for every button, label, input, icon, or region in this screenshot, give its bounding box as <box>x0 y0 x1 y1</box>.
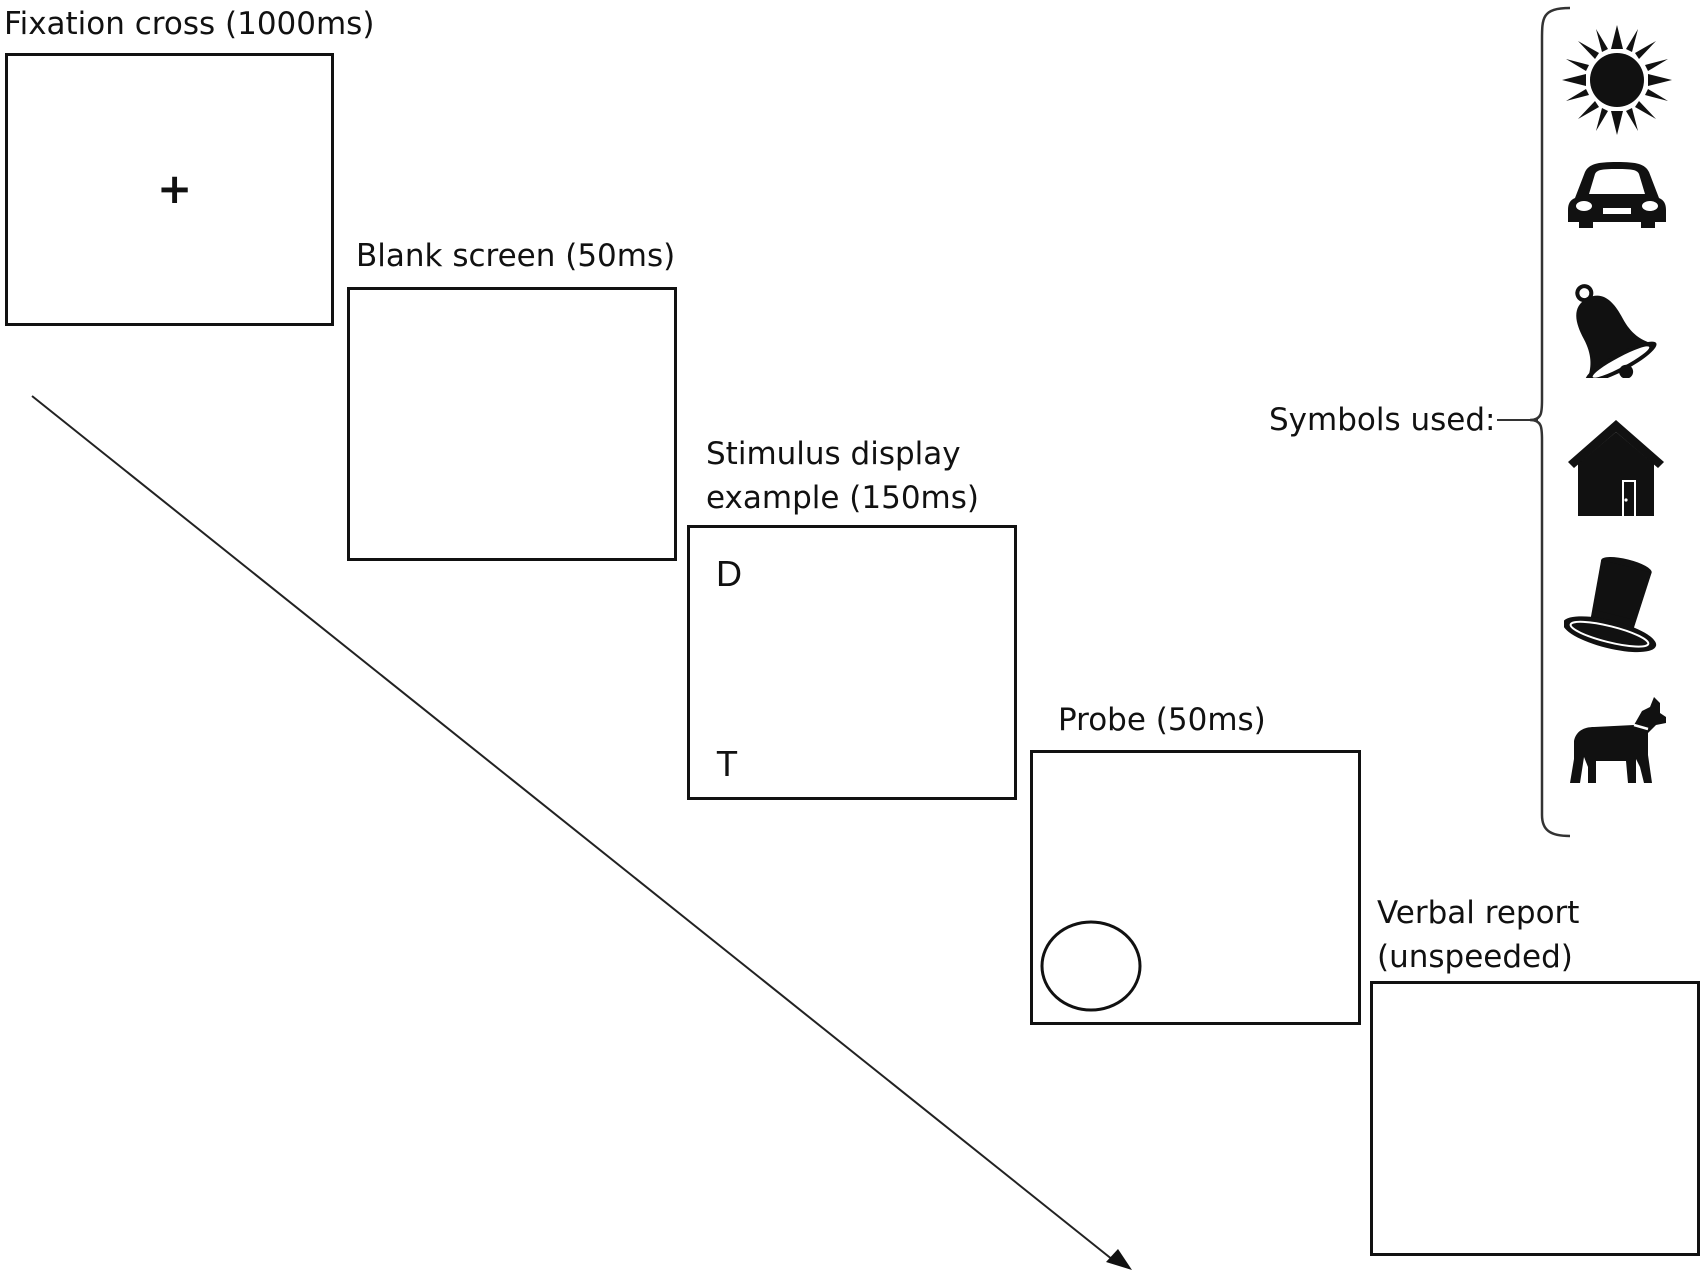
car-icon <box>1568 162 1666 228</box>
dog-icon <box>1570 697 1666 783</box>
house-icon <box>1568 420 1664 516</box>
symbols-label: Symbols used: <box>1269 402 1496 438</box>
stimulus-label-line1: Stimulus display <box>706 436 961 472</box>
verbal-report-screen <box>1370 981 1700 1256</box>
blank-screen <box>347 287 677 561</box>
top-hat-icon <box>1564 557 1657 653</box>
fixation-label: Fixation cross (1000ms) <box>4 6 375 42</box>
verbal-report-label-line2: (unspeeded) <box>1377 939 1573 975</box>
probe-circle <box>1040 920 1142 1012</box>
stimulus-letter-top: D <box>716 553 742 594</box>
bell-icon <box>1575 284 1657 378</box>
sun-icon <box>1562 25 1672 135</box>
fixation-screen: + <box>5 53 334 326</box>
probe-label: Probe (50ms) <box>1058 702 1266 738</box>
stimulus-letter-bottom: T <box>716 743 738 784</box>
verbal-report-label-line1: Verbal report <box>1377 895 1580 931</box>
probe-screen <box>1030 750 1361 1025</box>
fixation-cross: + <box>157 164 193 213</box>
blank-screen-label: Blank screen (50ms) <box>356 238 676 274</box>
stimulus-screen: D T <box>687 525 1017 800</box>
stimulus-label-line2: example (150ms) <box>706 480 979 516</box>
